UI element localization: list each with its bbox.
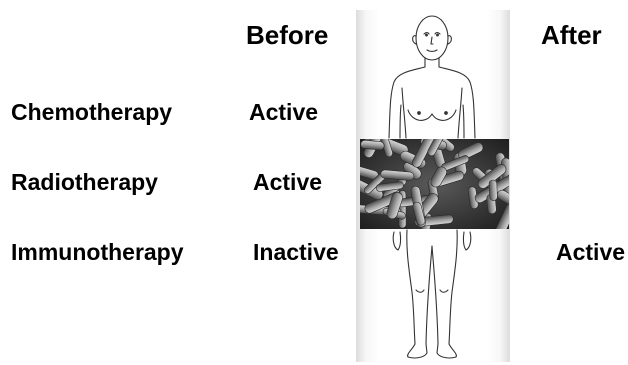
before-header: Before: [246, 22, 328, 48]
therapy-label-radiotherapy: Radiotherapy: [11, 171, 158, 194]
chemotherapy-before-status: Active: [249, 101, 318, 124]
bacteria-micrograph: [360, 139, 509, 229]
immunotherapy-after-status: Active: [556, 241, 625, 264]
immunotherapy-before-status: Inactive: [253, 241, 339, 264]
radiotherapy-before-status: Active: [253, 171, 322, 194]
therapy-label-chemotherapy: Chemotherapy: [11, 101, 172, 124]
bacterium-rod: [489, 180, 498, 201]
therapy-label-immunotherapy: Immunotherapy: [11, 241, 184, 264]
after-header: After: [541, 22, 602, 48]
